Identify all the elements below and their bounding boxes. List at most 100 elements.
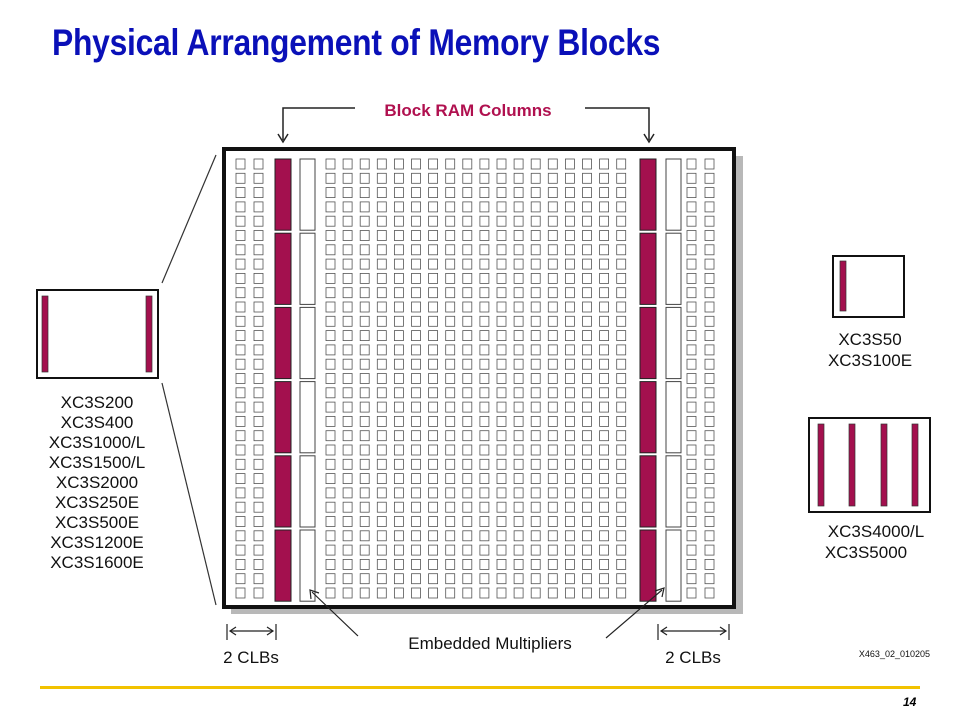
clb-cell [547,287,558,299]
clb-cell [462,530,473,542]
clb-cell [411,344,421,356]
clb-cell [462,573,473,585]
clb-cell [582,287,592,299]
clb-cell [513,487,524,499]
clb-cell [530,544,541,556]
clb-cell [686,330,697,342]
clb-cell [686,387,697,399]
clb-cell [599,473,609,485]
clb-cell [376,530,387,542]
clb-cell [479,430,490,442]
clb-cell [704,559,715,570]
clb-cell [704,272,715,284]
clb-cell [253,187,264,199]
clb-cell [513,373,524,384]
clb-cell [445,287,456,299]
ram-bar [911,423,919,507]
clb-cell [582,330,592,342]
clb-cell [428,358,439,370]
clb-cell [479,358,490,370]
clb-cell [393,230,404,241]
clb-cell [479,573,490,585]
clb-cell [479,158,490,170]
clb-cell [325,215,336,227]
clb-cell [411,544,421,556]
clb-cell [565,301,575,313]
clb-cell [359,230,370,241]
clb-cell [253,401,264,413]
clb-cell [530,516,541,527]
clb-cell [393,201,404,213]
clb-cell [411,258,421,270]
block-ram-column-right [639,158,657,602]
clb-cell [376,187,387,199]
clb-cell [479,172,490,184]
clb-cell [496,201,507,213]
clb-cell [616,344,627,356]
clb-cell [359,201,370,213]
clb-cell [479,215,490,227]
clb-cell [547,430,558,442]
clb-cell [325,415,336,427]
clb-cell [565,415,575,427]
clb-cell [411,373,421,384]
clb-cell [253,373,264,384]
block-ram [639,381,657,454]
embedded-multiplier [299,306,316,380]
clb-cell [547,201,558,213]
clb-cell [582,573,592,585]
clb-cell [530,473,541,485]
clb-cell [599,430,609,442]
clb-cell [616,516,627,527]
clb-cell [547,344,558,356]
clb-cell [686,473,697,485]
clb-cell [393,315,404,327]
clb-cell [376,315,387,327]
clb-cell [235,358,246,370]
clb-cell [704,358,715,370]
clb-cell [530,415,541,427]
clb-cell [599,516,609,527]
clb-cell [342,387,353,399]
clb-cell [342,187,353,199]
clb-cell [359,444,370,456]
clb-cell [253,544,264,556]
clb-cell [513,358,524,370]
clb-cell [411,272,421,284]
clb-cell [359,559,370,570]
clb-cell [428,172,439,184]
clb-cell [513,401,524,413]
clb-cell [445,201,456,213]
clb-cell [376,215,387,227]
clb-cell [479,530,490,542]
clb-cell [530,301,541,313]
clb-cell [547,401,558,413]
clb-cell [428,401,439,413]
clb-cell [565,187,575,199]
embedded-multiplier [665,306,682,380]
clb-cell [686,272,697,284]
clb-cell [359,258,370,270]
clb-cell [582,344,592,356]
embedded-multiplier [299,529,316,602]
clb-cell [359,573,370,585]
clb-cell [616,187,627,199]
clb-cell [565,344,575,356]
clb-cell [599,573,609,585]
clb-cell [445,487,456,499]
clb-cell [704,401,715,413]
clb-cell [513,230,524,241]
clb-cell [428,430,439,442]
clb-cell [253,230,264,241]
clb-cell [462,201,473,213]
device-name: XC3S200 [61,393,134,412]
clb-cell [428,501,439,513]
clb-cell [547,301,558,313]
clb-cell [376,172,387,184]
clb-cell [393,287,404,299]
clb-cell [582,172,592,184]
clb-cell [253,573,264,585]
clb-cell [565,373,575,384]
clb-cell [411,387,421,399]
